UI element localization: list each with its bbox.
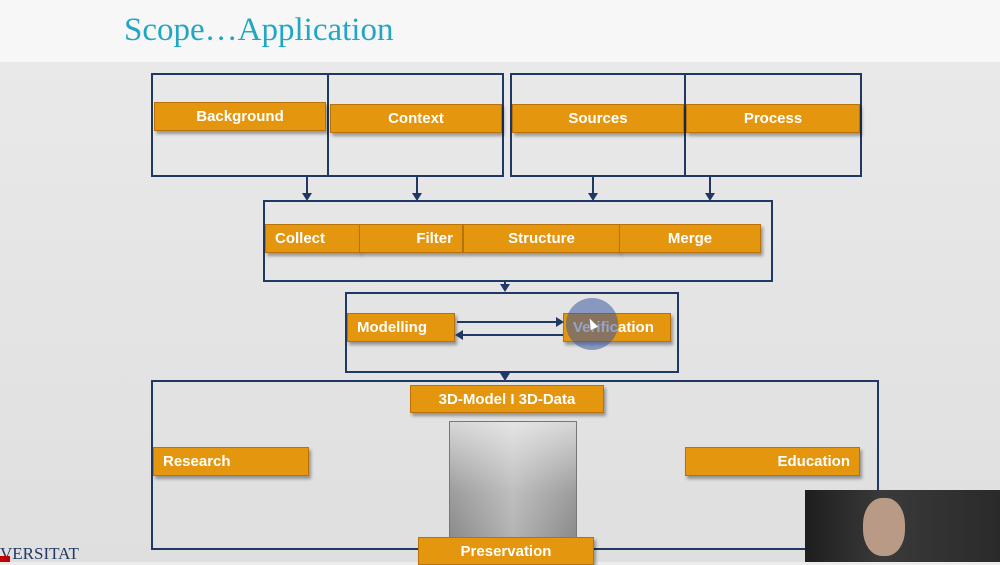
arrow-down-icon: [588, 193, 598, 201]
label-filter: Filter: [359, 224, 463, 253]
input-frame-process: [684, 73, 862, 177]
arrow-line: [592, 177, 594, 195]
arrow-line: [457, 321, 557, 323]
arrow-right-icon: [556, 317, 564, 327]
label-education: Education: [685, 447, 860, 476]
presenter-webcam: [805, 490, 1000, 562]
university-logo: VERSITAT: [0, 546, 79, 562]
arrow-line: [306, 177, 308, 195]
label-modelling: Modelling: [347, 313, 455, 342]
modelling-frame: [345, 292, 679, 373]
arrow-down-icon: [500, 284, 510, 292]
label-merge: Merge: [619, 224, 761, 253]
label-background: Background: [154, 102, 326, 131]
label-context: Context: [330, 104, 502, 133]
label-preservation: Preservation: [418, 537, 594, 565]
slide-header: Scope…Application: [0, 0, 1000, 62]
processing-frame: [263, 200, 773, 282]
arrow-left-icon: [455, 330, 463, 340]
logo-mark: [0, 556, 10, 562]
label-3d-model: 3D-Model I 3D-Data: [410, 385, 604, 413]
label-process: Process: [686, 104, 860, 133]
arrow-down-icon: [500, 373, 510, 381]
arrow-down-icon: [302, 193, 312, 201]
slide-title: Scope…Application: [124, 12, 394, 48]
input-frame-context: [327, 73, 504, 177]
label-sources: Sources: [512, 104, 684, 133]
presenter-face: [863, 498, 905, 556]
label-research: Research: [153, 447, 309, 476]
label-structure: Structure: [463, 224, 620, 253]
cathedral-model-image: [449, 421, 577, 541]
arrow-line: [463, 334, 563, 336]
arrow-down-icon: [705, 193, 715, 201]
arrow-line: [416, 177, 418, 195]
arrow-line: [709, 177, 711, 195]
label-collect: Collect: [265, 224, 360, 253]
arrow-down-icon: [412, 193, 422, 201]
cursor-highlight: [566, 298, 618, 350]
